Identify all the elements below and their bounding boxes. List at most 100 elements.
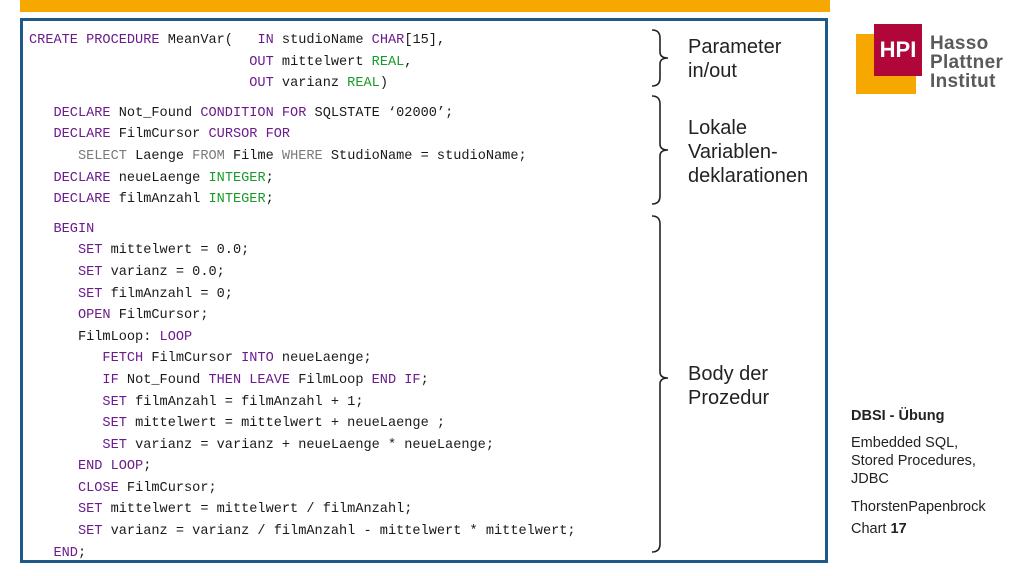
code-text: MeanVar( [159, 33, 258, 48]
course-title: DBSI - Übung [851, 408, 945, 424]
code-text: , [404, 54, 413, 70]
code-keyword: LOOP [159, 329, 193, 345]
code-keyword: SET [77, 286, 103, 302]
code-frame: CREATE PROCEDURE MeanVar( IN studioName … [20, 18, 828, 563]
code-text: ; [420, 372, 429, 388]
code-keyword: SET [77, 524, 103, 540]
code-keyword: DECLARE [53, 192, 111, 208]
code-keyword: INTO [241, 351, 274, 367]
top-accent-bar [20, 0, 830, 12]
label-declarations: Lokale Variablen- deklarationen [688, 117, 809, 187]
code-text [29, 373, 102, 388]
code-section-body: BEGIN SET mittelwert = 0.0; SET varianz … [29, 219, 576, 565]
topic-line-1: Embedded SQL, [851, 435, 959, 451]
code-keyword: CURSOR FOR [208, 127, 291, 143]
hpi-logo: HPI Hasso Plattner Institut [856, 24, 1006, 96]
code-keyword: OPEN [77, 308, 111, 324]
code-text: FilmCursor [110, 127, 209, 143]
code-keyword: SET [102, 437, 127, 453]
code-text [29, 127, 53, 142]
code-text: StudioName = studioName; [322, 148, 527, 164]
code-text: ; [77, 545, 87, 561]
code-text: studioName [273, 33, 372, 48]
code-line: FETCH FilmCursor INTO neueLaenge; [29, 348, 576, 370]
code-text [29, 438, 102, 453]
code-line: SELECT Laenge FROM Filme WHERE StudioNam… [29, 146, 576, 168]
code-text [29, 171, 53, 186]
code-text: filmAnzahl = filmAnzahl + 1; [126, 394, 364, 410]
code-text: ; [143, 459, 152, 475]
code-line: SET filmAnzahl = filmAnzahl + 1; [29, 392, 576, 414]
code-text: ) [379, 76, 388, 92]
code-text: Filme [224, 148, 282, 164]
code-text [29, 308, 78, 323]
code-text [29, 524, 78, 539]
logo-wordmark: Hasso Plattner Institut [930, 34, 1003, 91]
code-line: DECLARE FilmCursor CURSOR FOR [29, 124, 576, 146]
code-text: FilmLoop [290, 372, 372, 388]
code-text: Not_Found [118, 372, 209, 388]
topic-line-3: JDBC [851, 471, 889, 487]
code-text: neueLaenge; [273, 351, 372, 367]
code-line: OPEN FilmCursor; [29, 305, 576, 327]
code-text [29, 459, 78, 474]
code-keyword: FROM [192, 148, 225, 164]
code-text: ; [265, 170, 274, 186]
code-text [29, 546, 53, 561]
code-line: END; [29, 543, 576, 565]
code-text: ; [265, 192, 274, 208]
code-line: CLOSE FilmCursor; [29, 478, 576, 500]
code-text: [15], [404, 33, 446, 48]
code-line: BEGIN [29, 219, 576, 241]
code-text: filmAnzahl = 0; [102, 286, 233, 302]
logo-mark: HPI [874, 24, 922, 76]
code-line: SET mittelwert = mittelwert / filmAnzahl… [29, 499, 576, 521]
code-keyword: BEGIN [53, 221, 95, 237]
code-keyword: SET [77, 243, 103, 259]
code-keyword: SET [102, 416, 127, 432]
code-keyword: CLOSE [77, 480, 119, 496]
code-line: SET varianz = varianz + neueLaenge * neu… [29, 435, 576, 457]
code-line: CREATE PROCEDURE MeanVar( IN studioName … [29, 30, 576, 52]
code-line: END LOOP; [29, 456, 576, 478]
chart-label: Chart [851, 521, 887, 537]
code-keyword: END LOOP [77, 459, 144, 475]
logo-word-2: Plattner [930, 52, 1004, 73]
code-line: DECLARE filmAnzahl INTEGER; [29, 189, 576, 211]
brace-body [650, 214, 670, 554]
code-keyword: CONDITION FOR [200, 105, 307, 121]
code-line: FilmLoop: LOOP [29, 327, 576, 349]
label-parameters: Parameter in/out [688, 36, 782, 82]
code-line: DECLARE Not_Found CONDITION FOR SQLSTATE… [29, 103, 576, 125]
code-keyword: CHAR [371, 33, 405, 48]
code-text: FilmCursor [143, 351, 242, 367]
code-text: varianz = varianz / filmAnzahl - mittelw… [102, 524, 576, 540]
code-text [29, 416, 102, 431]
chart-number: Chart 17 [851, 521, 1021, 537]
code-keyword: SELECT [77, 148, 127, 164]
code-text: Not_Found [110, 105, 201, 121]
code-text: SQLSTATE ‘02000’; [306, 105, 454, 121]
code-text [29, 222, 53, 237]
code-text [29, 395, 102, 410]
code-keyword: CREATE PROCEDURE [29, 33, 160, 48]
code-text [29, 243, 78, 258]
logo-word-1: Hasso [930, 33, 989, 54]
code-text: filmAnzahl [110, 192, 209, 208]
code-keyword: DECLARE [53, 170, 111, 186]
code-line: OUT varianz REAL) [29, 73, 576, 95]
author: ThorstenPapenbrock [851, 499, 986, 515]
code-text: varianz = varianz + neueLaenge * neueLae… [126, 437, 494, 453]
code-section-declarations: DECLARE Not_Found CONDITION FOR SQLSTATE… [29, 103, 576, 211]
code-section-parameters: CREATE PROCEDURE MeanVar( IN studioName … [29, 30, 576, 95]
code-text: FilmCursor; [110, 308, 209, 324]
code-keyword: SET [77, 502, 103, 518]
code-line: SET mittelwert = mittelwert + neueLaenge… [29, 413, 576, 435]
code-keyword: OUT [249, 54, 274, 70]
topic-line-2: Stored Procedures, [851, 453, 976, 469]
code-text: varianz [273, 76, 348, 92]
code-keyword: THEN LEAVE [208, 372, 291, 388]
code-line: IF Not_Found THEN LEAVE FilmLoop END IF; [29, 370, 576, 392]
code-line: SET mittelwert = 0.0; [29, 240, 576, 262]
brace-parameters [650, 28, 670, 88]
